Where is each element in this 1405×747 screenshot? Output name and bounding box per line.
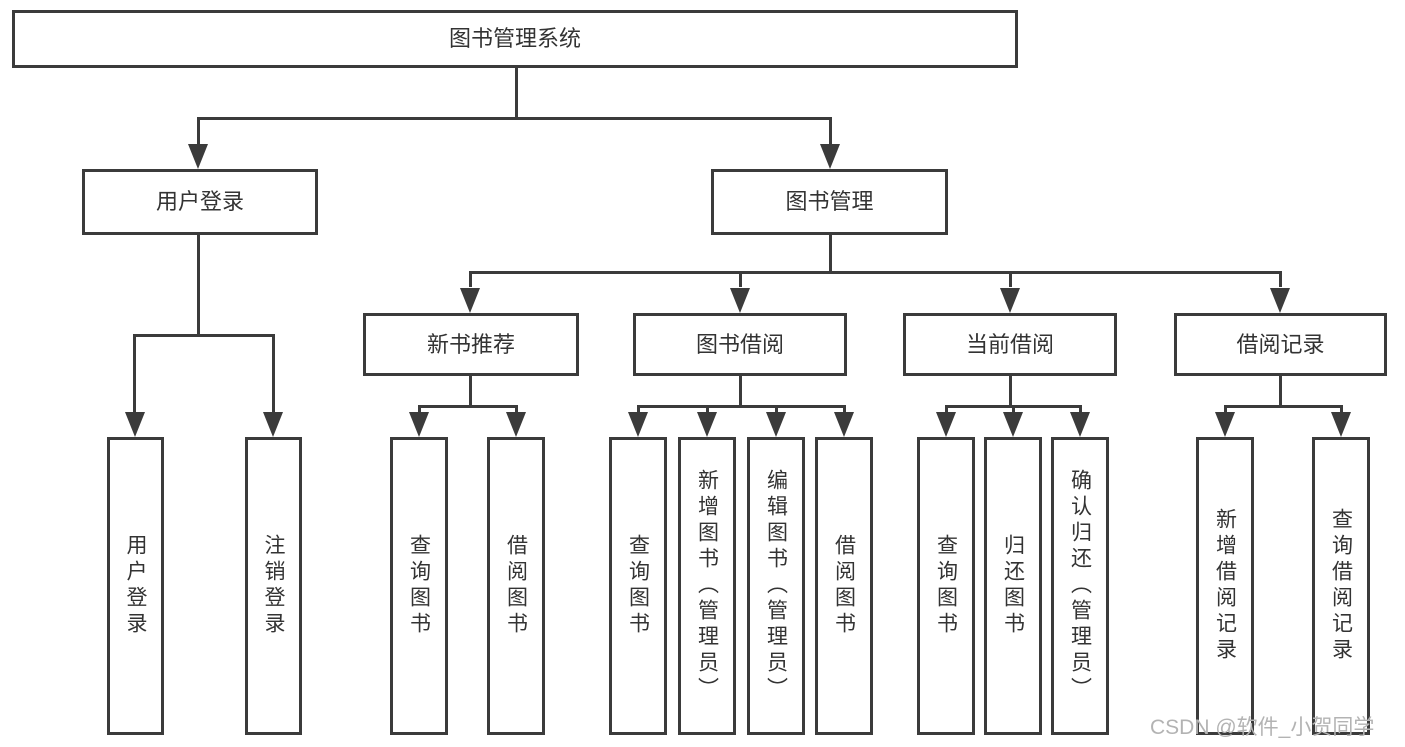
arrow-head <box>628 412 648 437</box>
leaf-search-books-recommend: 查询图书 <box>390 437 448 735</box>
arrow-head <box>409 412 429 437</box>
connector-line <box>1224 405 1227 414</box>
leaf-borrow-books-recommend: 借阅图书 <box>487 437 545 735</box>
node-borrowing-records: 借阅记录 <box>1174 313 1387 376</box>
connector-line <box>1012 405 1015 414</box>
arrow-head <box>697 412 717 437</box>
connector-line <box>197 117 832 120</box>
node-current-borrowing: 当前借阅 <box>903 313 1117 376</box>
leaf-search-borrow-record: 查询借阅记录 <box>1312 437 1370 735</box>
leaf-logout: 注销登录 <box>245 437 302 735</box>
connector-line <box>739 271 742 287</box>
connector-line <box>197 235 200 337</box>
connector-line <box>1340 405 1343 414</box>
leaf-user-login: 用户登录 <box>107 437 164 735</box>
leaf-return-books: 归还图书 <box>984 437 1042 735</box>
node-user-login: 用户登录 <box>82 169 318 235</box>
connector-line <box>945 405 948 414</box>
connector-line <box>775 405 778 414</box>
arrow-head <box>1070 412 1090 437</box>
arrow-head <box>820 144 840 169</box>
arrow-head <box>766 412 786 437</box>
connector-line <box>843 405 846 414</box>
connector-line <box>133 334 136 412</box>
connector-line <box>829 235 832 273</box>
connector-line <box>706 405 709 414</box>
leaf-add-books-admin: 新增图书（管理员） <box>678 437 736 735</box>
connector-line <box>418 405 517 408</box>
arrow-head <box>1215 412 1235 437</box>
connector-line <box>418 405 421 414</box>
connector-line <box>739 376 742 407</box>
node-book-management: 图书管理 <box>711 169 948 235</box>
connector-line <box>637 405 640 414</box>
arrow-head <box>188 144 208 169</box>
arrow-head <box>125 412 145 437</box>
leaf-search-books-current: 查询图书 <box>917 437 975 735</box>
leaf-add-borrow-record: 新增借阅记录 <box>1196 437 1254 735</box>
connector-line <box>1079 405 1082 414</box>
arrow-head <box>506 412 526 437</box>
arrow-head <box>1270 288 1290 313</box>
leaf-borrow-books-borrowing: 借阅图书 <box>815 437 873 735</box>
connector-line <box>1279 271 1282 287</box>
connector-line <box>515 68 518 120</box>
connector-line <box>515 405 518 414</box>
arrow-head <box>936 412 956 437</box>
connector-line <box>1279 376 1282 407</box>
connector-line <box>1009 271 1012 287</box>
connector-line <box>134 334 274 337</box>
arrow-head <box>834 412 854 437</box>
arrow-head <box>1003 412 1023 437</box>
arrow-head <box>730 288 750 313</box>
connector-line <box>470 271 1281 274</box>
connector-line <box>197 117 200 145</box>
node-library-management-system: 图书管理系统 <box>12 10 1018 68</box>
connector-line <box>1224 405 1342 408</box>
node-book-borrowing: 图书借阅 <box>633 313 847 376</box>
leaf-confirm-return-admin: 确认归还（管理员） <box>1051 437 1109 735</box>
arrow-head <box>1331 412 1351 437</box>
arrow-head <box>460 288 480 313</box>
leaf-search-books-borrowing: 查询图书 <box>609 437 667 735</box>
connector-line <box>469 271 472 287</box>
csdn-watermark: CSDN @软件_小贺同学 <box>1150 716 1375 739</box>
node-new-book-recommendation: 新书推荐 <box>363 313 579 376</box>
connector-line <box>1009 376 1012 407</box>
connector-line <box>469 376 472 407</box>
connector-line <box>637 405 845 408</box>
connector-line <box>829 117 832 145</box>
connector-line <box>272 334 275 412</box>
arrow-head <box>1000 288 1020 313</box>
leaf-edit-books-admin: 编辑图书（管理员） <box>747 437 805 735</box>
arrow-head <box>263 412 283 437</box>
